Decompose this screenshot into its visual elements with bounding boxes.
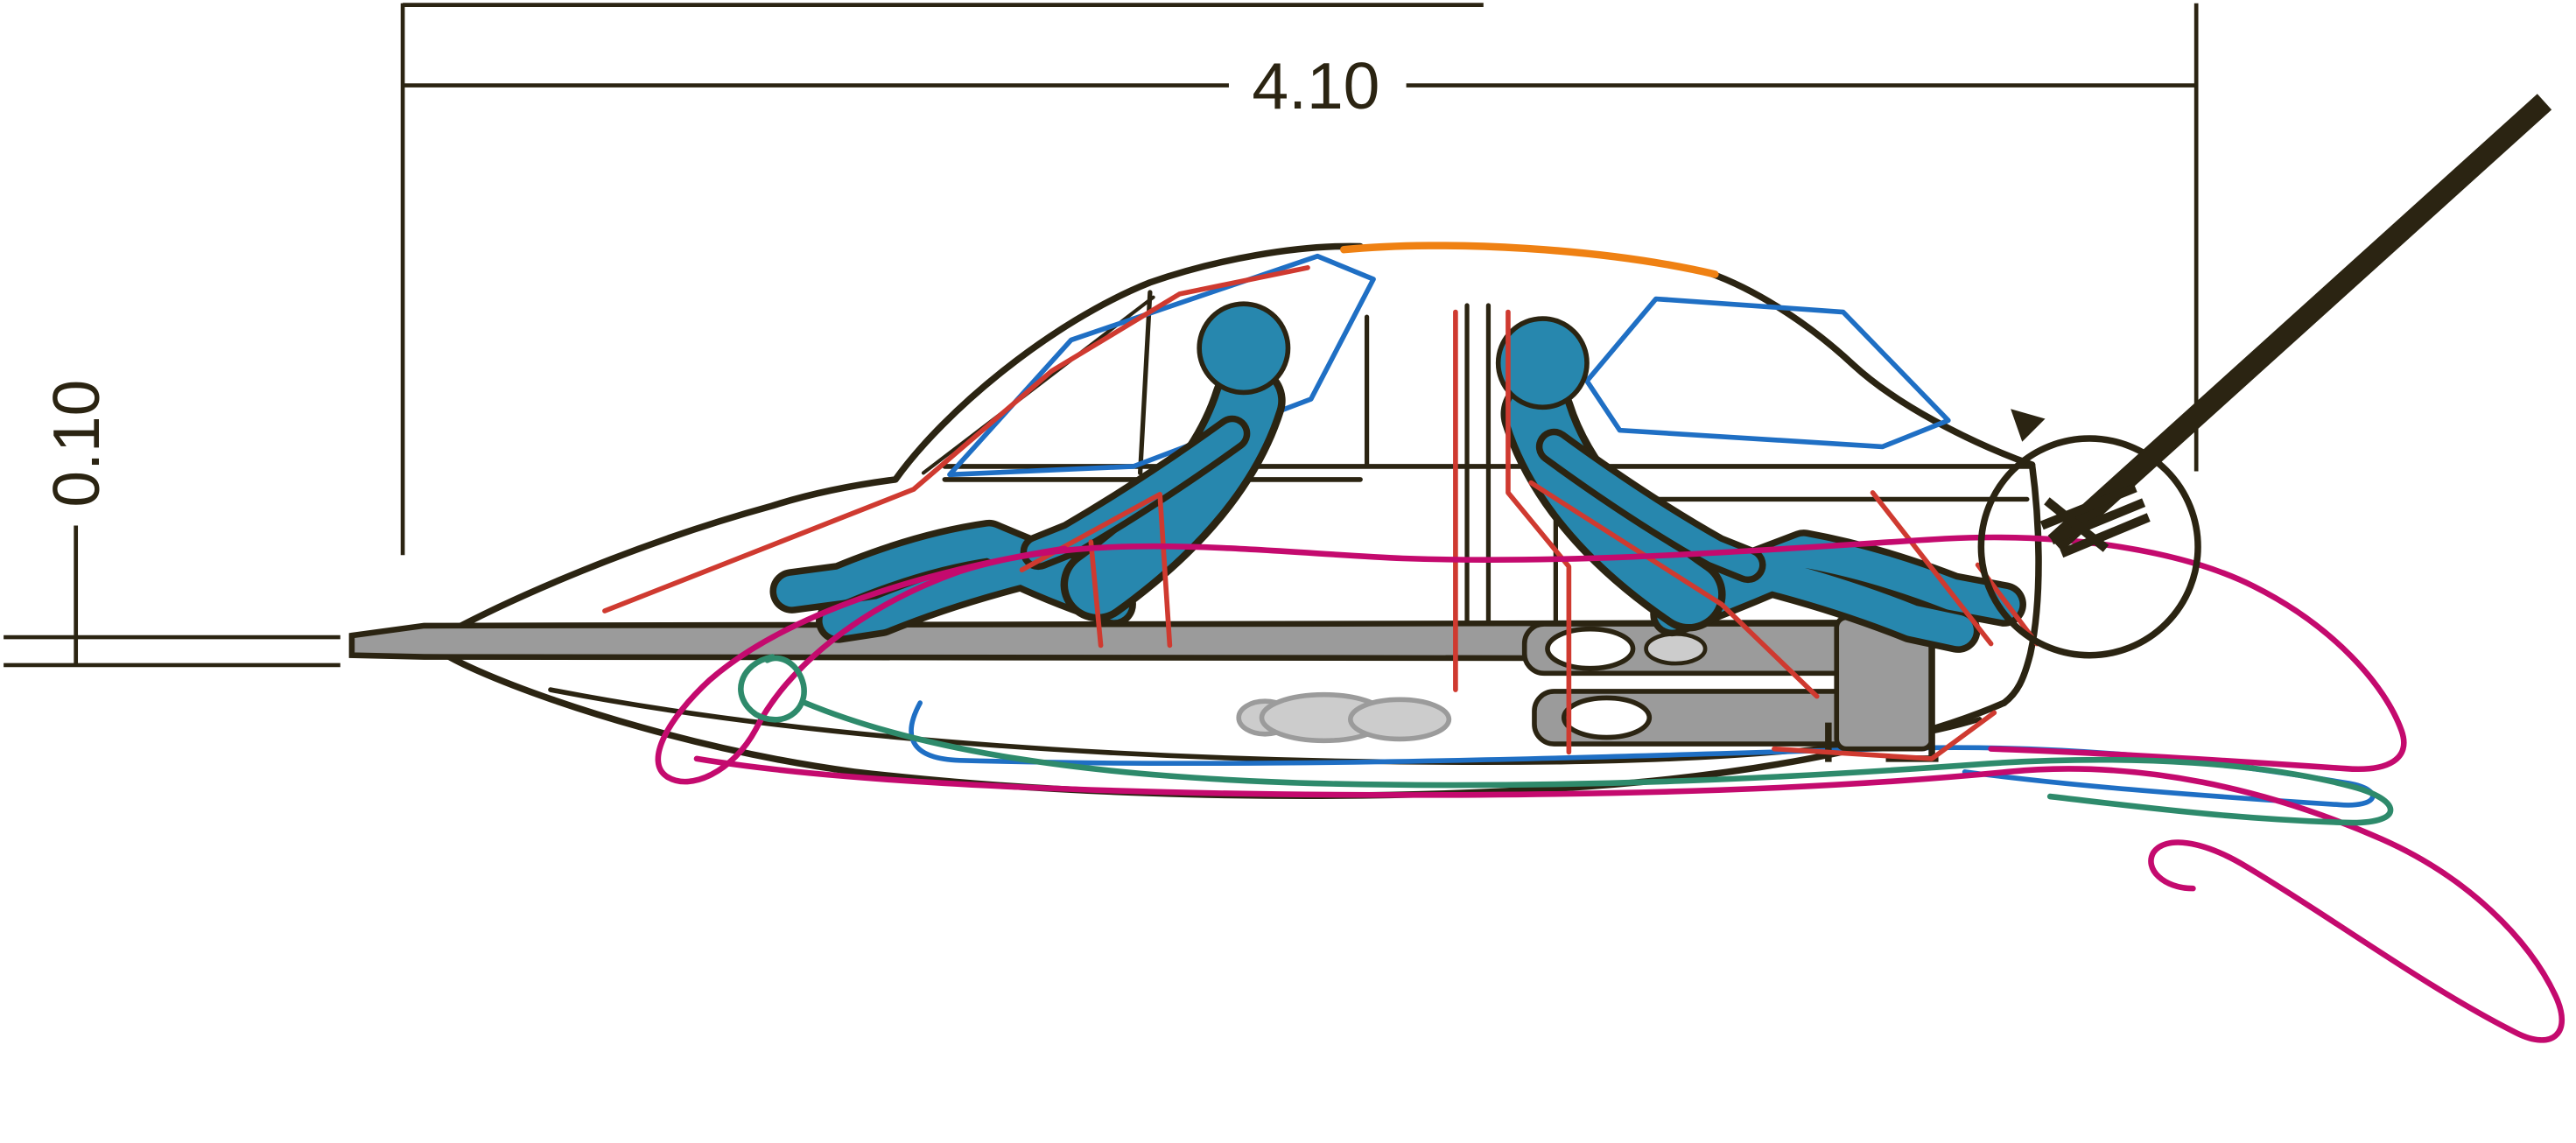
red-front-seat-frame [1019, 491, 1173, 649]
magenta-upper-sweep [655, 534, 2407, 785]
clearance-extension-lines [4, 525, 340, 668]
red-front-canopy-line [602, 265, 1310, 614]
mast-line [2047, 94, 2552, 552]
hub-hash-marks [2039, 483, 2151, 558]
occupant-figures-layer [769, 301, 2026, 653]
wheel-mast-layer [1977, 94, 2552, 659]
pedal-disc-small [1347, 697, 1452, 742]
hull-tail-outline [2000, 461, 2042, 706]
red-mid-frame [1453, 309, 1572, 755]
crank-ring-2 [1644, 631, 1708, 666]
length-extension-lines [400, 3, 2199, 556]
magenta-lower-sweep [693, 755, 2565, 1043]
hull-canopy-right-outline [1705, 269, 2036, 468]
crank-ring-3 [1561, 695, 1653, 740]
drivetrain-layer [1236, 611, 1939, 762]
clearance-dimension-label: 0.10 [39, 380, 113, 508]
rear-occupant [1495, 316, 2026, 653]
front-occupant-head [1197, 301, 1291, 396]
magenta-curve-layer [655, 534, 2565, 1043]
front-occupant [769, 301, 1291, 643]
crank-ring-1 [1545, 626, 1636, 671]
rear-wheel-circle [1977, 435, 2201, 659]
rear-occupant-arm [1542, 435, 1760, 577]
hull-interior-lines [1137, 290, 2030, 649]
canopy-orange-segment [1340, 242, 1719, 278]
front-occupant-arm [1027, 422, 1244, 564]
green-curve-layer [738, 654, 2394, 826]
length-dimension-label: 4.10 [1252, 49, 1379, 123]
red-rear-seat-frame [1528, 480, 1820, 699]
rear-window-outline [1584, 296, 1951, 450]
rear-occupant-head [1495, 316, 1590, 410]
hull-upper-outline [427, 242, 1364, 646]
small-arrow-marker [2011, 409, 2046, 442]
front-window-outline [947, 253, 1376, 478]
dimension-layer: 4.10 0.10 [4, 3, 2199, 668]
green-underbody-curve [802, 699, 2394, 826]
green-hook-loop [738, 654, 807, 723]
